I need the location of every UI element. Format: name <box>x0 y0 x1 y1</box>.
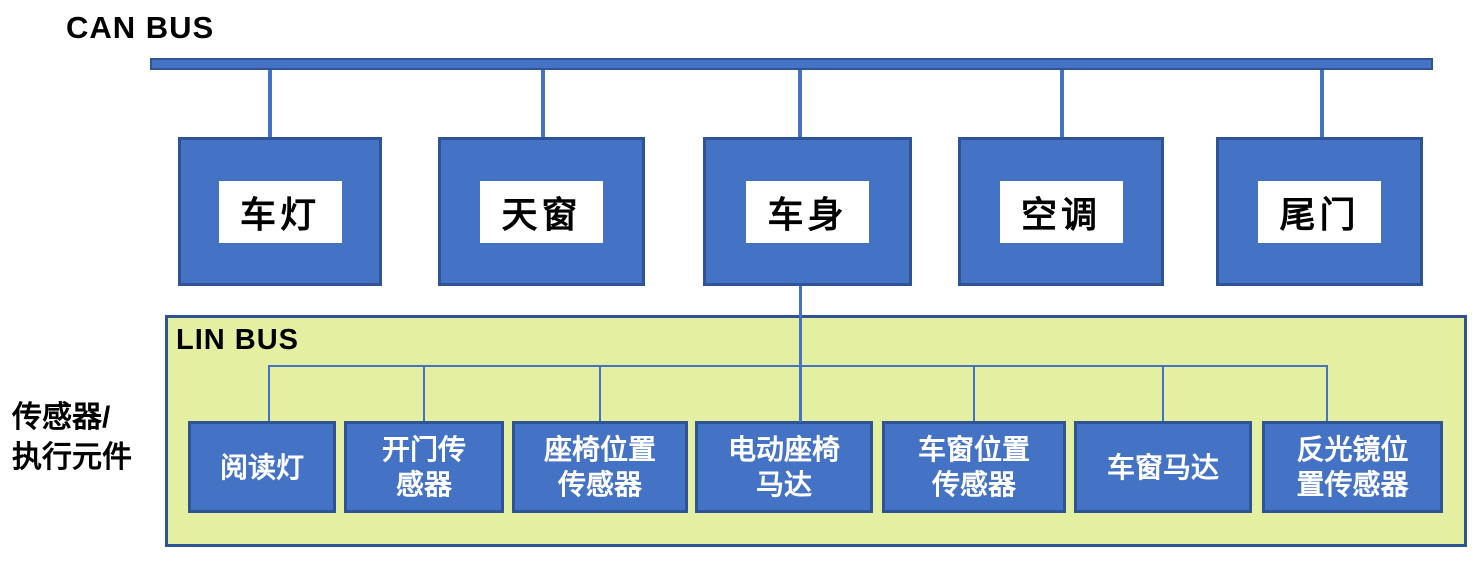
can-bus-title: CAN BUS <box>66 10 215 45</box>
lin-connector-reading-light <box>268 365 270 422</box>
can-connector-body <box>798 69 802 137</box>
can-node-lights-label: 车灯 <box>218 180 342 243</box>
lin-node-window-position-sensor-label: 车窗位置 <box>917 434 1030 465</box>
lin-connector-door-sensor <box>423 365 425 422</box>
lin-node-reading-light-label: 阅读灯 <box>219 451 304 483</box>
lin-bus-title: LIN BUS <box>176 324 299 356</box>
can-node-sunroof-label: 天窗 <box>480 180 603 243</box>
sensors-actuators-label: 传感器/ 执行元件 <box>12 398 132 478</box>
can-bus-bar <box>150 58 1433 70</box>
can-node-sunroof: 天窗 <box>438 137 645 286</box>
lin-connector-window-motor <box>1162 365 1164 422</box>
can-connector-sunroof <box>541 69 545 137</box>
lin-node-reading-light: 阅读灯 <box>188 421 336 513</box>
sensors-actuators-label-line1: 传感器/ <box>12 401 111 434</box>
can-connector-lights <box>268 69 272 137</box>
lin-node-door-sensor-label: 开门传 <box>381 434 466 465</box>
lin-node-window-motor: 车窗马达 <box>1074 421 1252 513</box>
can-node-tailgate: 尾门 <box>1216 137 1423 286</box>
lin-node-seat-position-sensor-label: 座椅位置 <box>543 434 656 465</box>
can-node-body-label: 车身 <box>746 180 869 243</box>
can-connector-tailgate <box>1320 69 1324 137</box>
can-connector-ac <box>1060 69 1064 137</box>
body-to-lin-connector <box>799 286 802 422</box>
lin-node-seat-position-sensor: 座椅位置 传感器 <box>512 421 688 513</box>
can-node-ac-label: 空调 <box>999 180 1123 243</box>
lin-bus-line <box>269 365 1328 367</box>
lin-node-window-motor-label: 车窗马达 <box>1106 451 1219 483</box>
lin-node-window-position-sensor: 车窗位置 传感器 <box>882 421 1066 513</box>
can-node-lights: 车灯 <box>178 137 382 286</box>
lin-node-seat-motor-label: 电动座椅 <box>727 434 840 465</box>
sensors-actuators-label-line2: 执行元件 <box>12 441 132 474</box>
lin-node-seat-motor: 电动座椅 马达 <box>695 421 873 513</box>
lin-node-mirror-position-sensor-label: 反光镜位 <box>1296 434 1409 465</box>
can-node-ac: 空调 <box>958 137 1164 286</box>
lin-connector-seat-position-sensor <box>599 365 601 422</box>
lin-connector-mirror-position-sensor <box>1326 365 1328 422</box>
lin-connector-window-position-sensor <box>973 365 975 422</box>
lin-node-door-sensor: 开门传 感器 <box>344 421 504 513</box>
can-node-body: 车身 <box>703 137 912 286</box>
lin-node-mirror-position-sensor: 反光镜位 置传感器 <box>1262 421 1443 513</box>
can-node-tailgate-label: 尾门 <box>1258 180 1381 243</box>
